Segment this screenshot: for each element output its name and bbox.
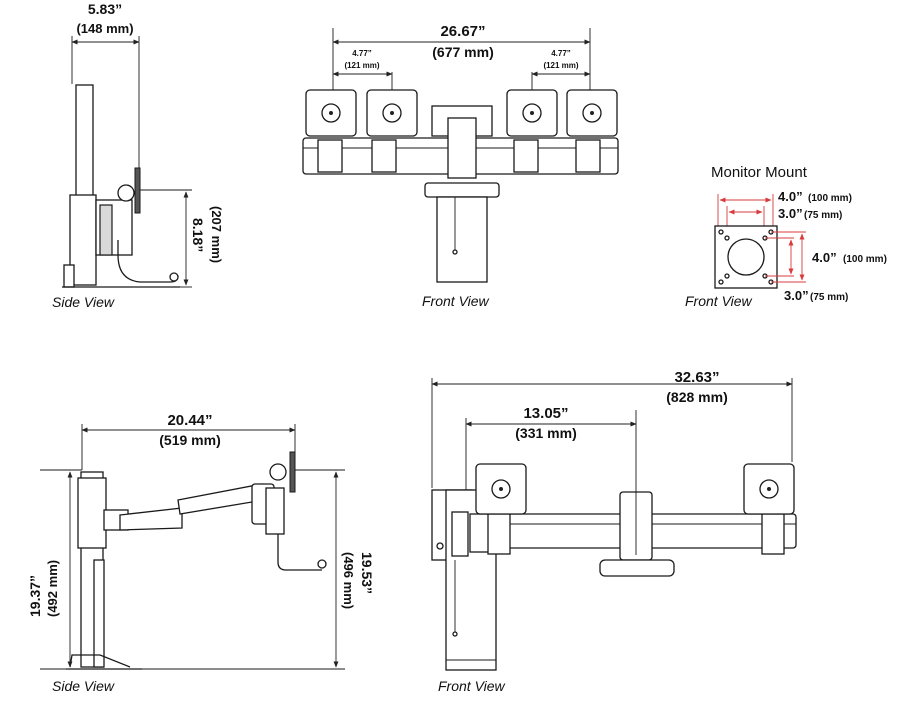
cable-end (452, 249, 458, 255)
partial-in-label: 13.05” (523, 405, 568, 422)
side-view-caption-bottom: Side View (52, 678, 115, 694)
side-view-caption: Side View (52, 294, 115, 310)
h-outer-mm: (100 mm) (808, 193, 852, 204)
clamp-left (487, 513, 511, 555)
handle-hook (277, 534, 322, 571)
clamp (371, 139, 397, 173)
handle-end (169, 272, 179, 282)
right-height-in: 19.53” (359, 552, 375, 594)
reach-in-label: 20.44” (167, 412, 212, 429)
lower-arm (119, 507, 183, 531)
top-front-view: 26.67” (677 mm) 4.77” (121 mm) 4.77” (12… (302, 23, 619, 309)
screw-hole (724, 235, 730, 241)
clamp (575, 139, 601, 173)
plate-center (590, 111, 594, 115)
left-spacing-mm: (121 mm) (344, 61, 379, 70)
reach-mm-label: (519 mm) (159, 432, 220, 448)
bottom-front-view: 32.63” (828 mm) 13.05” (331 mm) (431, 369, 797, 694)
screw-hole (718, 279, 724, 285)
vesa-plate (134, 167, 141, 214)
plate-center (530, 111, 534, 115)
cable-end (452, 631, 458, 637)
pole-clamp (77, 477, 107, 549)
clamp-right (761, 513, 785, 555)
monitor-mount-title: Monitor Mount (711, 164, 808, 181)
mount-body (265, 487, 285, 535)
v-inner-in: 3.0” (784, 288, 809, 303)
front-view-caption: Front View (422, 293, 490, 309)
overall-mm-label: (828 mm) (666, 389, 727, 405)
tilt-knob (269, 463, 287, 481)
front-view-caption-bottom: Front View (438, 678, 506, 694)
handle-end (317, 559, 327, 569)
left-height-in: 19.37” (27, 575, 43, 617)
overall-in-label: 32.63” (674, 369, 719, 386)
h-outer-in: 4.0” (778, 189, 803, 204)
right-spacing-in: 4.77” (551, 49, 571, 58)
arm-bracket (451, 511, 469, 557)
hub-post (447, 117, 477, 179)
monitor-mount-view: Monitor Mount 4.0” (100 mm) 3.0” (75 mm)… (685, 164, 887, 309)
base-foot (63, 264, 75, 288)
width-mm-label: (148 mm) (76, 21, 133, 36)
pole (436, 196, 488, 283)
plate-center (329, 111, 333, 115)
height-in-label: 8.18” (190, 218, 206, 252)
vesa-plate (289, 451, 296, 493)
partial-mm-label: (331 mm) (515, 425, 576, 441)
v-inner-mm: (75 mm) (810, 292, 848, 303)
center-base (599, 559, 675, 577)
right-height-mm: (496 mm) (341, 552, 356, 609)
vesa-center-hole (727, 238, 765, 276)
mount-front-view-caption: Front View (685, 293, 753, 309)
clamp (317, 139, 343, 173)
left-spacing-in: 4.77” (352, 49, 372, 58)
top-side-view: 5.83” (148 mm) 8.18” (207 mm) Side View (52, 1, 224, 310)
v-outer-mm: (100 mm) (843, 254, 887, 265)
height-mm-label: (207 mm) (209, 206, 224, 263)
h-inner-mm: (75 mm) (804, 210, 842, 221)
width-in-label: 5.83” (88, 1, 122, 17)
screw-hole (718, 229, 724, 235)
left-height-mm: (492 mm) (45, 560, 60, 617)
v-outer-in: 4.0” (812, 250, 837, 265)
screw-hole (724, 273, 730, 279)
upper-arm (177, 483, 265, 515)
pole-lower (93, 559, 105, 668)
arm-joint (99, 204, 113, 256)
tilt-knob (117, 184, 135, 202)
overall-in-label: 26.67” (440, 23, 485, 40)
plate-center (499, 487, 503, 491)
bottom-side-view: 20.44” (519 mm) 19.37” (492 mm) 19.53” (… (27, 412, 375, 694)
right-spacing-mm: (121 mm) (543, 61, 578, 70)
plate-center (767, 487, 771, 491)
pole-collar (424, 182, 500, 198)
h-inner-in: 3.0” (778, 206, 803, 221)
plate-center (390, 111, 394, 115)
clamp (513, 139, 539, 173)
overall-mm-label: (677 mm) (432, 44, 493, 60)
clamp-screw (436, 542, 444, 550)
